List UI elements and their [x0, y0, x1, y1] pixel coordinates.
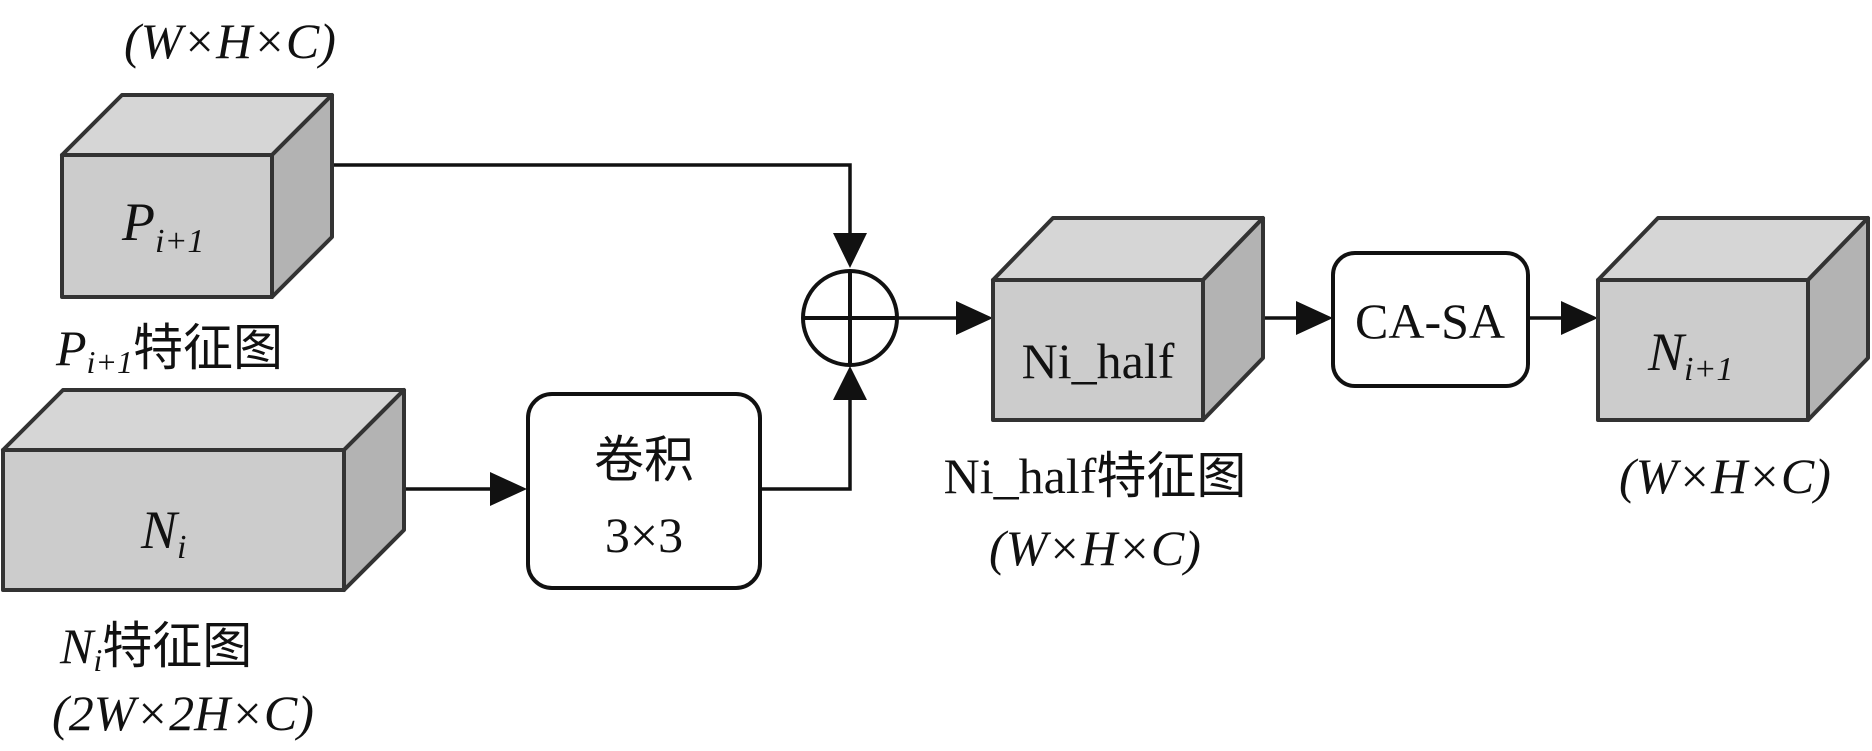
p-caption-symbol: P — [55, 320, 87, 376]
conv-block-title: 卷积 — [594, 432, 694, 488]
half-cube-caption: Ni_half特征图 — [944, 448, 1247, 504]
n-cube-dims: (2W×2H×C) — [52, 685, 314, 741]
arrowhead-n-to-conv — [490, 472, 527, 506]
n-caption-symbol: N — [59, 618, 96, 674]
attention-block: CA-SA — [1331, 251, 1530, 388]
arrowhead-half-to-casa — [1296, 301, 1333, 335]
out-cube-label: Ni+1 — [1647, 322, 1733, 388]
out-cube-dims: (W×H×C) — [1619, 448, 1831, 504]
p-caption-text: 特征图 — [133, 320, 283, 376]
arrowhead-p-to-sum — [833, 233, 867, 268]
attention-block-frame — [1331, 251, 1530, 388]
connector-conv-to-sum — [760, 390, 852, 491]
n-cube-label: Ni — [140, 500, 186, 566]
out-cube-front — [1596, 278, 1810, 422]
n-caption-subscript: i — [93, 642, 102, 678]
half-cube: Ni_half — [991, 216, 1265, 422]
out-cube-subscript: i+1 — [1684, 351, 1733, 388]
n-caption-text: 特征图 — [102, 618, 252, 674]
p-cube-subscript: i+1 — [155, 223, 204, 260]
arrowhead-casa-to-out — [1561, 301, 1598, 335]
p-cube-front — [60, 153, 274, 299]
p-caption-subscript: i+1 — [87, 344, 133, 380]
p-cube-label: Pi+1 — [121, 192, 204, 260]
connectors — [332, 163, 1598, 506]
n-cube-front — [1, 448, 346, 592]
half-cube-front — [991, 278, 1205, 422]
n-cube-subscript: i — [177, 529, 186, 566]
arrowhead-sum-to-half — [956, 301, 993, 335]
p-cube: Pi+1 — [60, 93, 334, 299]
p-cube-caption: Pi+1特征图 — [55, 320, 283, 380]
connector-p-to-sum — [332, 163, 852, 243]
conv-block: 卷积 3×3 — [526, 392, 762, 590]
conv-block-size: 3×3 — [605, 507, 683, 563]
circle-plus-icon — [801, 269, 899, 367]
attention-block-label: CA-SA — [1355, 293, 1505, 349]
p-cube-dims: (W×H×C) — [124, 13, 336, 69]
n-cube-top — [1, 388, 406, 452]
arrowhead-conv-to-sum — [833, 366, 867, 400]
conv-block-frame — [526, 392, 762, 590]
n-cube-caption: Ni特征图 — [59, 618, 252, 678]
half-cube-dims: (W×H×C) — [989, 520, 1201, 576]
n-cube: Ni — [1, 388, 406, 592]
half-cube-label: Ni_half — [1022, 333, 1175, 389]
out-cube: Ni+1 — [1596, 216, 1870, 422]
